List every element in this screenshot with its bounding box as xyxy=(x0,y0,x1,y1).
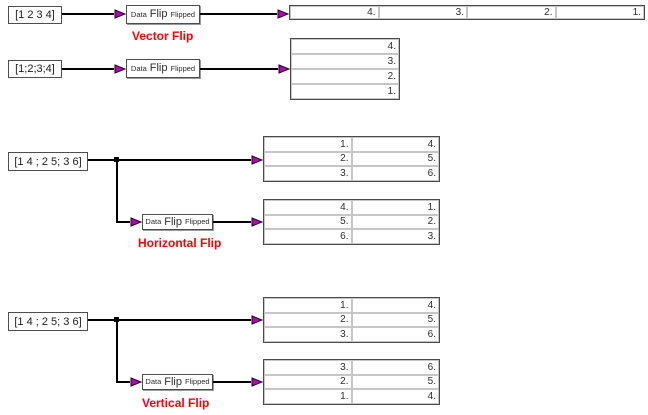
constant-block-vector[interactable]: [1 2 3 4] xyxy=(8,6,62,24)
display-cell: 4. xyxy=(351,389,439,404)
display-cell: 3. xyxy=(264,360,352,375)
display-cell: 2. xyxy=(264,374,352,390)
display-cell: 6. xyxy=(351,327,439,342)
wire[interactable] xyxy=(116,381,130,383)
port-label-out: Flipped xyxy=(184,217,210,227)
constant-block-column[interactable]: [1;2;3;4] xyxy=(8,60,62,78)
wire[interactable] xyxy=(200,68,278,70)
display-cell: 1. xyxy=(264,137,352,152)
display-cell: 4. xyxy=(290,6,379,19)
display-cell: 3. xyxy=(378,6,467,19)
port-label-out: Flipped xyxy=(170,9,196,19)
annotation-vector-flip[interactable]: Vector Flip xyxy=(132,29,194,43)
display-cell: 4. xyxy=(351,137,439,152)
display-cell: 2. xyxy=(351,214,439,230)
annotation-horizontal-flip[interactable]: Horizontal Flip xyxy=(138,236,222,250)
display-cell: 4. xyxy=(291,39,399,54)
display-cell: 4. xyxy=(351,298,439,313)
wire[interactable] xyxy=(213,381,251,383)
display-cell: 1. xyxy=(264,389,352,404)
display-cell: 3. xyxy=(291,54,399,69)
display-cell: 6. xyxy=(351,360,439,375)
display-cell: 5. xyxy=(351,151,439,167)
arrowhead-icon xyxy=(251,155,263,165)
constant-block-horizontal[interactable]: [1 4 ; 2 5; 3 6] xyxy=(8,152,88,171)
arrowhead-icon xyxy=(251,315,263,325)
arrowhead-icon xyxy=(278,64,290,74)
display-cell: 2. xyxy=(467,6,556,19)
wire[interactable] xyxy=(88,319,251,321)
arrowhead-icon xyxy=(251,377,263,387)
port-label-out: Flipped xyxy=(184,377,210,387)
display-block-vertical-flipped[interactable]: 3. 6. 2. 5. 1. 4. xyxy=(263,359,440,405)
wire[interactable] xyxy=(116,159,118,222)
annotation-vertical-flip[interactable]: Vertical Flip xyxy=(142,396,210,410)
display-cell: 5. xyxy=(264,214,352,230)
flip-block-vector[interactable]: Data Flip Flipped xyxy=(126,5,200,24)
port-label-in: Data xyxy=(145,217,162,227)
display-cell: 1. xyxy=(555,6,644,19)
display-cell: 3. xyxy=(264,327,352,342)
arrowhead-icon xyxy=(251,217,263,227)
flip-block-column[interactable]: Data Flip Flipped xyxy=(126,59,200,78)
wire[interactable] xyxy=(116,319,118,383)
arrowhead-icon xyxy=(114,9,126,19)
display-cell: 1. xyxy=(291,84,399,99)
display-cell: 2. xyxy=(291,69,399,84)
port-label-out: Flipped xyxy=(170,63,196,73)
wire[interactable] xyxy=(62,13,114,15)
arrowhead-icon xyxy=(277,9,289,19)
wire[interactable] xyxy=(88,159,251,161)
arrowhead-icon xyxy=(114,64,126,74)
wire[interactable] xyxy=(116,221,130,223)
display-cell: 6. xyxy=(264,229,352,244)
port-label-in: Data xyxy=(145,377,162,387)
constant-block-vertical[interactable]: [1 4 ; 2 5; 3 6] xyxy=(8,312,88,331)
display-cell: 4. xyxy=(264,200,352,215)
block-name: Flip xyxy=(164,215,182,228)
display-cell: 6. xyxy=(351,166,439,181)
wire[interactable] xyxy=(213,221,251,223)
display-cell: 1. xyxy=(264,298,352,313)
block-name: Flip xyxy=(164,375,182,388)
flip-block-horizontal[interactable]: Data Flip Flipped xyxy=(142,214,213,230)
display-cell: 5. xyxy=(351,374,439,390)
display-cell: 2. xyxy=(264,151,352,167)
block-name: Flip xyxy=(149,8,168,20)
display-block-vector[interactable]: 4. 3. 2. 1. xyxy=(289,5,645,20)
display-block-column[interactable]: 4. 3. 2. 1. xyxy=(290,38,400,100)
wire[interactable] xyxy=(200,13,277,15)
port-label-in: Data xyxy=(130,9,147,19)
wire[interactable] xyxy=(62,68,114,70)
display-cell: 1. xyxy=(351,200,439,215)
display-cell: 5. xyxy=(351,312,439,328)
arrowhead-icon xyxy=(130,217,142,227)
arrowhead-icon xyxy=(130,377,142,387)
port-label-in: Data xyxy=(130,63,147,73)
display-block-horizontal-direct[interactable]: 1. 4. 2. 5. 3. 6. xyxy=(263,136,440,182)
display-cell: 3. xyxy=(264,166,352,181)
flip-block-vertical[interactable]: Data Flip Flipped xyxy=(142,374,213,390)
display-block-horizontal-flipped[interactable]: 4. 1. 5. 2. 6. 3. xyxy=(263,199,440,245)
block-name: Flip xyxy=(149,62,168,74)
display-cell: 3. xyxy=(351,229,439,244)
display-block-vertical-direct[interactable]: 1. 4. 2. 5. 3. 6. xyxy=(263,297,440,343)
display-cell: 2. xyxy=(264,312,352,328)
